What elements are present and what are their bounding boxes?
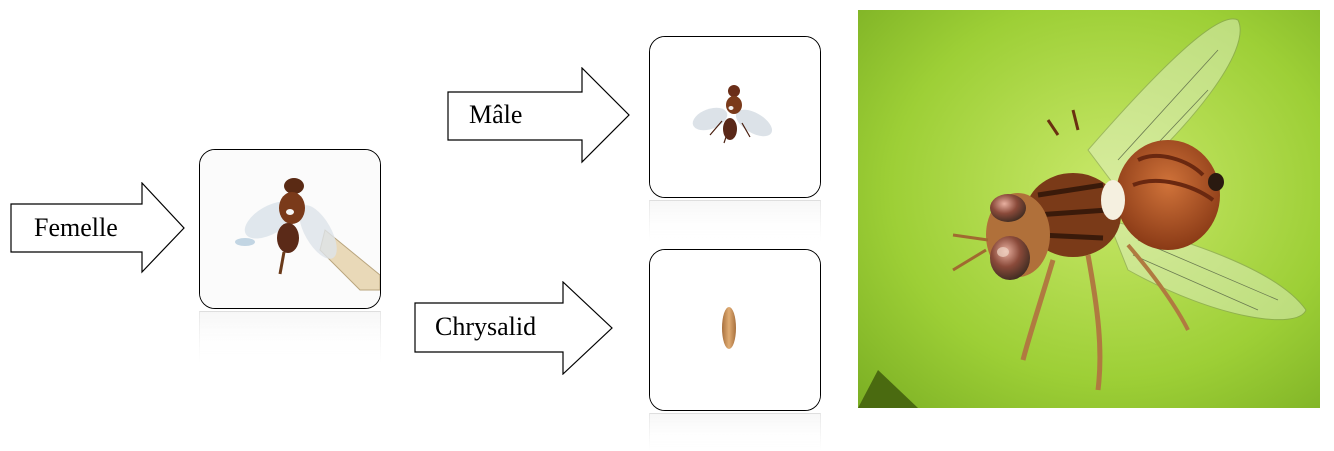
chrysalid-card-reflection — [649, 413, 821, 450]
male-card — [649, 36, 821, 198]
chrysalid-card — [649, 249, 821, 411]
fly-macro-photo — [858, 10, 1320, 408]
fly-macro-image — [858, 10, 1320, 408]
arrow-chrysalid-label: Chrysalid — [435, 312, 536, 342]
arrow-male-label: Mâle — [469, 100, 522, 130]
female-card — [199, 149, 381, 309]
arrow-chrysalid: Chrysalid — [414, 281, 614, 375]
female-fly-image — [200, 150, 380, 308]
female-card-reflection — [199, 311, 381, 362]
male-card-reflection — [649, 200, 821, 241]
male-fly-image — [650, 37, 820, 197]
arrow-femelle-label: Femelle — [34, 213, 118, 243]
arrow-femelle: Femelle — [10, 182, 186, 274]
arrow-male: Mâle — [447, 67, 631, 164]
pupa-image — [650, 250, 820, 410]
